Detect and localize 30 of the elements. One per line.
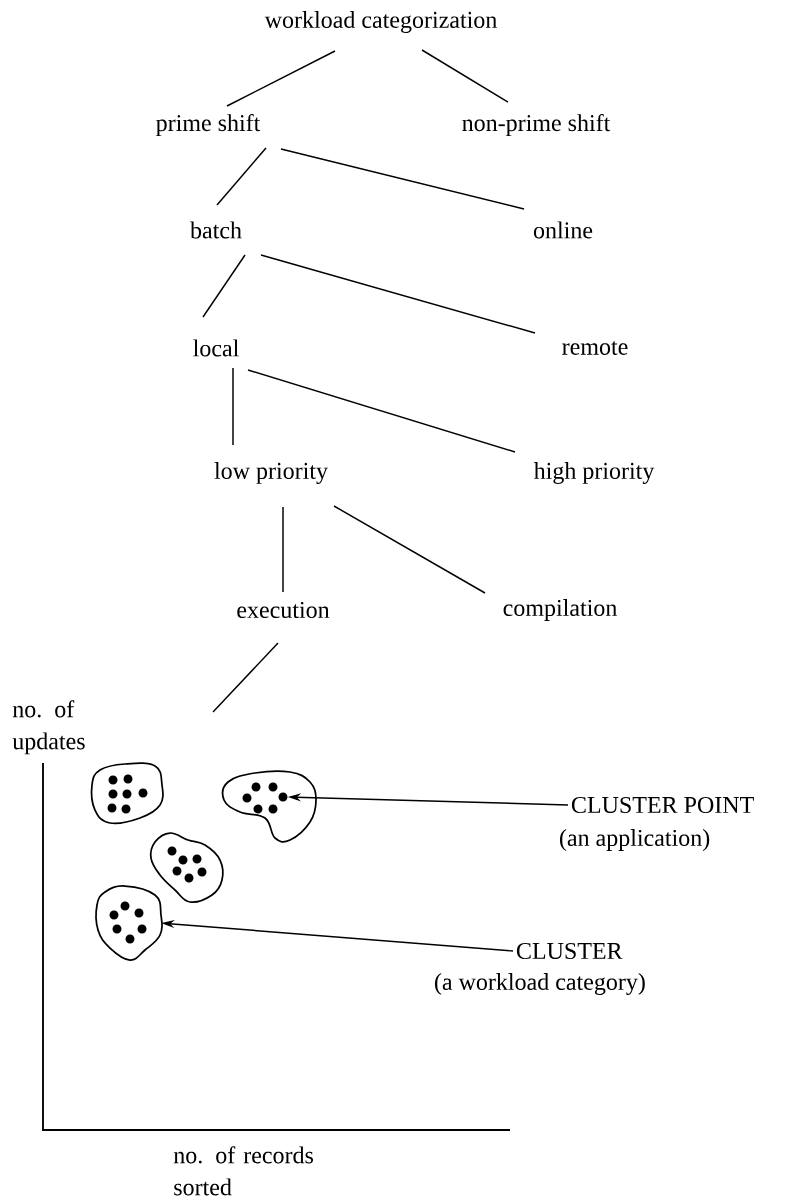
connector-line bbox=[226, 50, 336, 107]
category-label: batch bbox=[190, 221, 242, 239]
category-label: local bbox=[193, 339, 239, 357]
cluster-drawing bbox=[221, 770, 317, 843]
category-label: high priority bbox=[533, 462, 655, 484]
cluster-drawing bbox=[149, 832, 224, 904]
category-label: low priority bbox=[214, 462, 328, 484]
category-label: remote bbox=[562, 341, 628, 355]
axis-label: no. of records sorted bbox=[173, 1146, 313, 1196]
category-label: prime shift bbox=[156, 114, 261, 136]
connector-line bbox=[421, 49, 509, 103]
category-label: online bbox=[533, 221, 593, 239]
category-label: non-prime shift bbox=[462, 114, 611, 136]
connector-line bbox=[333, 505, 486, 594]
axis-label: no. of updates bbox=[12, 700, 85, 755]
connector-line bbox=[247, 369, 516, 453]
category-label: workload categorization bbox=[264, 11, 497, 33]
cluster-drawing bbox=[95, 885, 163, 961]
connector-line bbox=[232, 367, 234, 446]
connector-line bbox=[282, 506, 284, 593]
category-label: compilation bbox=[503, 599, 617, 621]
connector-line bbox=[216, 147, 267, 206]
connector-line bbox=[260, 254, 536, 334]
connector-line bbox=[212, 642, 279, 713]
connector-line bbox=[202, 254, 246, 318]
connector-line bbox=[280, 148, 525, 210]
callout-label: CLUSTER (a workload category) bbox=[435, 942, 645, 995]
category-label: execution bbox=[237, 601, 330, 619]
cluster-drawing bbox=[90, 762, 164, 825]
callout-label: CLUSTER POINT (an application) bbox=[560, 796, 754, 851]
